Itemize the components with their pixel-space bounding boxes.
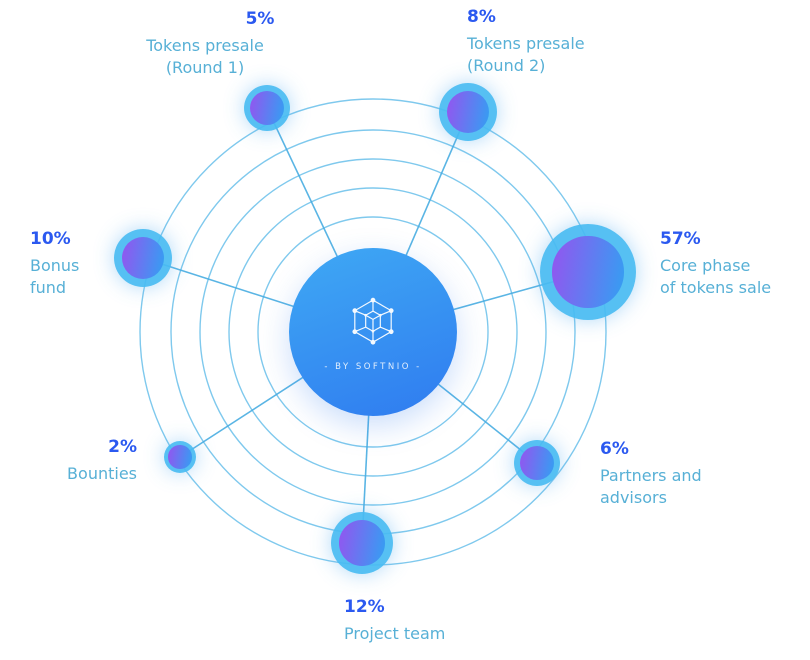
segment-title-line: (Round 2) xyxy=(467,56,546,75)
segment-title-line: advisors xyxy=(600,488,667,507)
segment-percent: 6% xyxy=(600,439,629,459)
segment-title-line: (Round 1) xyxy=(165,58,245,77)
segment-label-project-team: 12% Project team xyxy=(344,596,445,645)
node-partners-advisors xyxy=(514,440,560,486)
segment-label-bonus-fund: 10% Bonus fund xyxy=(30,228,79,299)
node-bonus-fund xyxy=(114,229,172,287)
segment-title-line: Bonus xyxy=(30,256,80,275)
segment-title-line: Core phase xyxy=(660,256,751,275)
segment-title-line: of tokens sale xyxy=(660,278,772,297)
segment-percent: 12% xyxy=(344,597,385,617)
node-core xyxy=(249,90,285,126)
node-project-team xyxy=(331,512,393,574)
segment-label-tokens-presale-round1: 5% Tokens presale (Round 1) xyxy=(110,8,300,79)
logo-vertex-dots xyxy=(352,297,394,345)
orbit-ring xyxy=(257,216,489,448)
brand-text: - BY SOFTNIO - xyxy=(324,361,422,372)
segment-label-bounties: 2% Bounties xyxy=(45,436,137,485)
center-hub: - BY SOFTNIO - xyxy=(289,248,457,416)
node-core xyxy=(552,236,624,308)
node-core xyxy=(519,445,555,481)
segment-title-line: Project team xyxy=(344,624,446,643)
segment-percent: 5% xyxy=(245,9,275,29)
segment-label-tokens-presale-round2: 8% Tokens presale (Round 2) xyxy=(467,6,585,77)
node-bounties xyxy=(164,441,196,473)
segment-title-line: Bounties xyxy=(67,464,137,483)
segment-percent: 57% xyxy=(660,229,701,249)
softnio-network-logo-icon xyxy=(352,297,394,345)
segment-percent: 10% xyxy=(30,229,71,249)
segment-title-line: Tokens presale xyxy=(467,34,585,53)
node-core-phase-tokens-sale xyxy=(540,224,636,320)
segment-label-core-phase: 57% Core phase of tokens sale xyxy=(660,228,771,299)
node-core xyxy=(168,445,192,469)
orbit-ring xyxy=(228,187,518,477)
node-core xyxy=(339,520,385,566)
segment-percent: 8% xyxy=(467,7,496,27)
segment-label-partners-advisors: 6% Partners and advisors xyxy=(600,438,702,509)
node-tokens-presale-round2 xyxy=(439,83,497,141)
node-core xyxy=(121,236,165,280)
segment-percent: 2% xyxy=(108,437,137,457)
node-tokens-presale-round1 xyxy=(244,85,290,131)
node-core xyxy=(446,90,490,134)
segment-title-line: fund xyxy=(30,278,67,297)
segment-title-line: Partners and xyxy=(600,466,702,485)
orbit-ring xyxy=(199,158,547,506)
segment-title-line: Tokens presale xyxy=(146,36,264,55)
